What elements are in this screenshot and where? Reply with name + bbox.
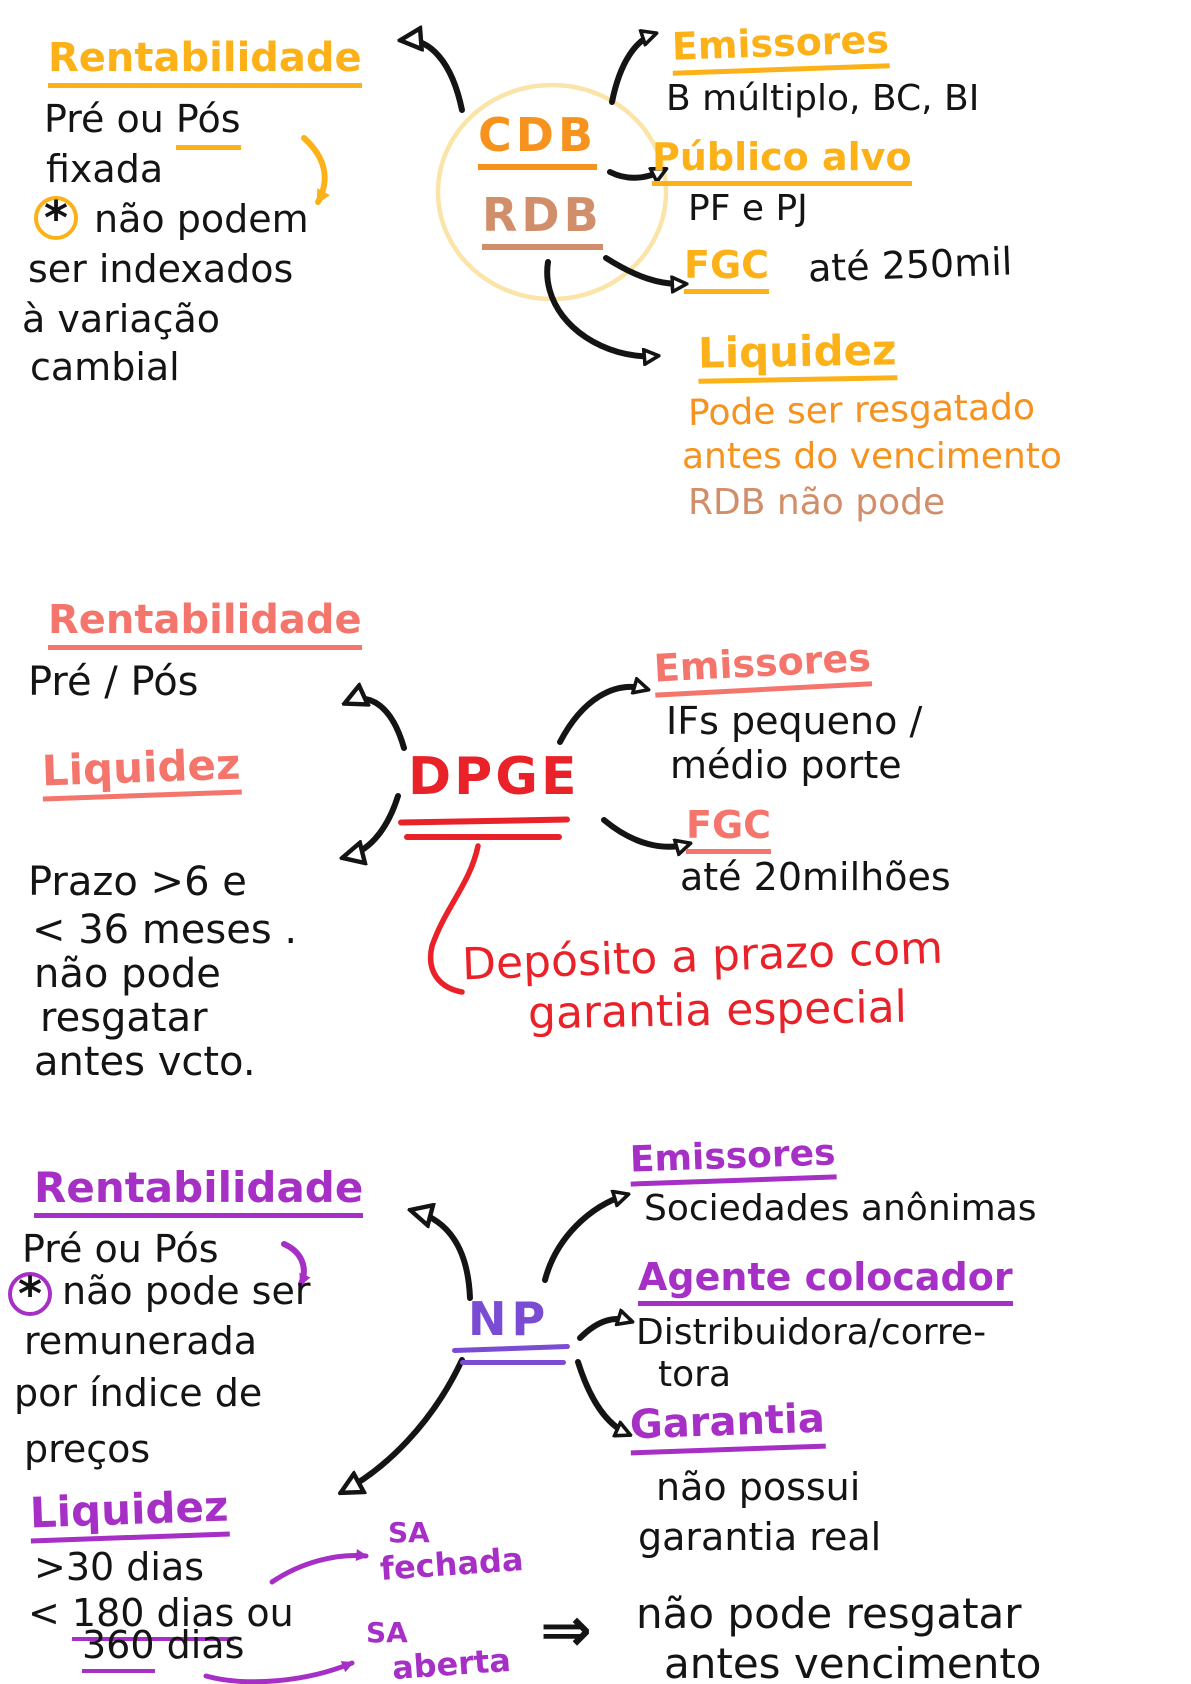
np-liquidez-line2: < 180 dias ou	[28, 1591, 294, 1641]
cdb-note-line1: não podem	[94, 197, 309, 241]
liquidez-line3-post: dias	[154, 1623, 245, 1667]
np-conclusion-line1: não pode resgatar	[636, 1589, 1022, 1638]
liquidez-line2-pre: <	[28, 1591, 72, 1635]
cdb-emissores-title: Emissores	[671, 17, 890, 76]
arrow-np-to-emissores	[542, 1195, 626, 1283]
dpge-fgc-body: até 20milhões	[680, 855, 951, 899]
dpge-definition-line2: garantia especial	[527, 981, 908, 1040]
np-note-line1: não pode ser	[62, 1269, 311, 1313]
np-note-line3: por índice de	[14, 1371, 263, 1415]
np-liquidez-line3: 360 dias	[82, 1623, 245, 1673]
np-sa-fechada-top: SA	[388, 1516, 430, 1549]
np-node-label: NP	[468, 1292, 551, 1346]
cdb-note-line3: à variação	[22, 297, 221, 341]
arrow-dpge-to-fgc	[601, 817, 688, 847]
cdb-rentabilidade-line2: fixada	[46, 147, 164, 191]
asterisk-glyph: *	[43, 191, 69, 245]
arrow-np-to-liquidez	[344, 1357, 465, 1491]
cdb-liquidez-line2: antes do vencimento	[682, 436, 1062, 477]
arrow-cdb-to-liquidez	[544, 259, 656, 356]
dpge-liquidez-title: Liquidez	[41, 740, 242, 802]
np-sa-aberta-label: aberta	[390, 1640, 513, 1684]
arrow-liquidez-to-sa-fechada	[269, 1549, 369, 1585]
dpge-liquidez-line2: < 36 meses .	[32, 907, 298, 953]
rdb-node-label: RDB	[482, 191, 603, 250]
liquidez-line2-post: ou	[234, 1591, 294, 1635]
dpge-liquidez-line3: não pode	[34, 951, 221, 997]
np-note-line4: preços	[24, 1427, 151, 1471]
dpge-emissores-line1: IFs pequeno /	[666, 699, 923, 743]
np-agente-line2: tora	[658, 1354, 732, 1395]
underline	[404, 834, 562, 840]
arrow-cdb-to-emissores	[609, 34, 654, 105]
cdb-rentabilidade-line1: Pré ou Pós	[44, 97, 241, 150]
cdb-publico-alvo-title: Público alvo	[652, 137, 912, 186]
np-emissores-title: Emissores	[629, 1132, 837, 1188]
cdb-publico-alvo-body: PF e PJ	[688, 188, 808, 229]
arrow-cdb-to-fgc	[603, 255, 684, 284]
cdb-node-label: CDB	[478, 111, 598, 170]
liquidez-line2-emph: 180 dias	[71, 1591, 235, 1641]
arrow-fixada-note	[301, 135, 330, 205]
asterisk-note-icon: *	[8, 1267, 52, 1321]
np-emissores-body: Sociedades anônimas	[644, 1188, 1037, 1229]
cdb-rentabilidade-title: Rentabilidade	[48, 37, 362, 88]
arrow-cdb-to-rentabilidade	[404, 40, 465, 113]
cdb-liquidez-line3: RDB não pode	[688, 482, 946, 523]
np-garantia-line1: não possui	[656, 1465, 861, 1509]
dpge-fgc-title: FGC	[686, 805, 772, 854]
bracket-dpge-definition	[427, 843, 481, 995]
arrow-np-to-agente-colocador	[577, 1319, 630, 1341]
underline	[460, 1360, 566, 1365]
arrow-dpge-to-emissores	[557, 687, 646, 745]
arrow-cdb-to-publico-alvo	[607, 170, 664, 178]
np-rentabilidade-title: Rentabilidade	[34, 1166, 364, 1218]
cdb-liquidez-line1: Pode ser resgatado	[687, 386, 1036, 435]
arrow-dpge-to-liquidez	[346, 793, 401, 857]
cdb-note-line4: cambial	[30, 345, 180, 389]
np-rentabilidade-line1: Pré ou Pós	[22, 1227, 219, 1271]
np-agente-line1: Distribuidora/corre-	[636, 1312, 987, 1353]
arrow-np-to-garantia	[575, 1359, 628, 1434]
arrow-dpge-to-rentabilidade	[348, 699, 407, 751]
np-garantia-title: Garantia	[629, 1396, 826, 1455]
arrow-np-to-rentabilidade	[414, 1211, 473, 1301]
dpge-rentabilidade-body: Pré / Pós	[28, 659, 199, 705]
liquidez-line3-emph: 360	[82, 1623, 155, 1673]
np-liquidez-title: Liquidez	[29, 1482, 230, 1544]
arrow-liquidez-to-sa-aberta	[203, 1660, 355, 1684]
asterisk-note-icon: *	[34, 191, 78, 245]
dpge-rentabilidade-title: Rentabilidade	[48, 599, 362, 650]
np-liquidez-line1: >30 dias	[34, 1545, 205, 1589]
dpge-node-label: DPGE	[408, 747, 580, 807]
dpge-emissores-line2: médio porte	[670, 743, 902, 787]
np-agente-colocador-title: Agente colocador	[638, 1257, 1013, 1306]
rentabilidade-line1-text: Pré ou	[44, 97, 176, 141]
arrow-pre-pos-note	[281, 1241, 311, 1287]
dpge-liquidez-line4: resgatar	[40, 995, 208, 1041]
cdb-note-line2: ser indexados	[28, 247, 294, 291]
cdb-emissores-body: B múltiplo, BC, BI	[666, 78, 980, 119]
cdb-fgc-title: FGC	[684, 245, 770, 294]
np-garantia-line2: garantia real	[638, 1515, 882, 1559]
np-sa-aberta-top: SA	[366, 1616, 408, 1649]
np-conclusion-line2: antes vencimento	[664, 1639, 1042, 1684]
dpge-liquidez-line5: antes vcto.	[34, 1039, 256, 1085]
asterisk-glyph: *	[17, 1267, 43, 1321]
implies-arrow-icon: ⇒	[540, 1593, 592, 1666]
np-note-line2: remunerada	[24, 1319, 258, 1363]
dpge-liquidez-line1: Prazo >6 e	[28, 859, 247, 905]
cdb-fgc-body: até 250mil	[807, 239, 1013, 291]
cdb-liquidez-title: Liquidez	[698, 325, 897, 384]
rentabilidade-line1-emph: Pós	[175, 97, 241, 150]
